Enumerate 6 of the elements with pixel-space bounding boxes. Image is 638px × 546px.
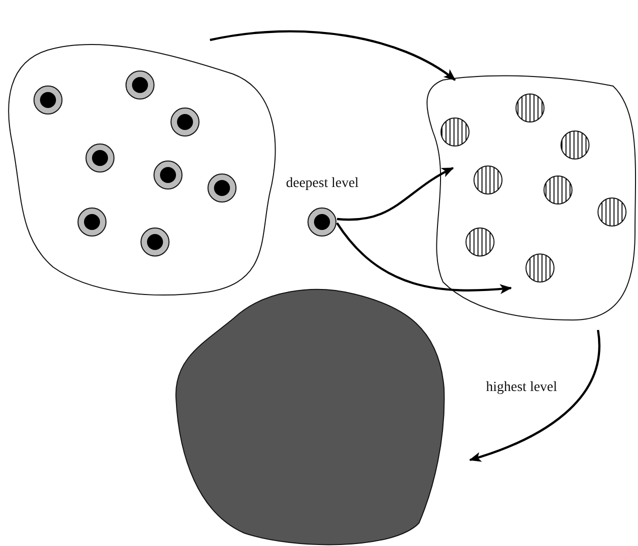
text-label: deepest level — [286, 176, 359, 192]
edge-label: highest level — [484, 380, 560, 396]
curved-arrow — [336, 167, 454, 221]
curved-arrow — [336, 222, 512, 294]
curved-arrow — [210, 30, 456, 81]
curved-arrow — [469, 330, 600, 462]
